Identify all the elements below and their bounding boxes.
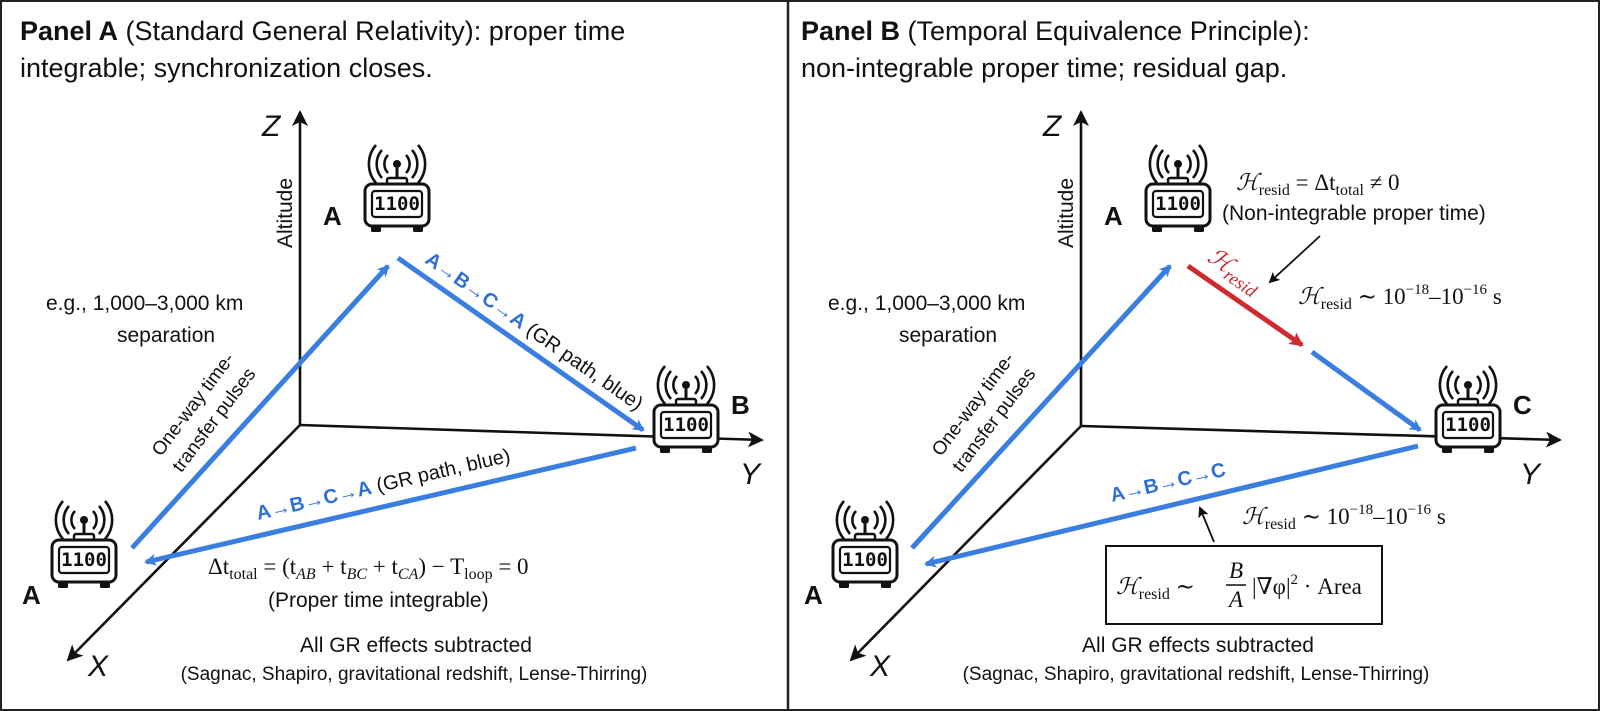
panel-b-footer-line2: (Sagnac, Shapiro, gravitational redshift… xyxy=(963,664,1430,685)
panel-b-path-lower xyxy=(924,443,1419,568)
panel-b-y-label: Y xyxy=(1520,458,1542,491)
panel-b-separation: e.g., 1,000–3,000 km xyxy=(828,292,1025,315)
panel-b-magnitude-upper: ℋresid ∼ 10−18–10−16 s xyxy=(1298,282,1502,313)
panel-b-altitude-label: Altitude xyxy=(1055,178,1078,248)
panel-a: Panel A (Standard General Relativity): p… xyxy=(20,16,764,685)
panel-a-y-label: Y xyxy=(740,458,762,491)
panel-a-separation: e.g., 1,000–3,000 km xyxy=(46,292,243,315)
panel-a-node-top: A xyxy=(323,201,342,231)
panel-b-formula-rhs: |∇φ|2 · Area xyxy=(1252,572,1362,599)
panel-a-node-right: B xyxy=(731,390,750,420)
panel-b-formula-lhs: ℋresid ∼ xyxy=(1116,574,1195,603)
panel-b-clock-right: 1100 xyxy=(1434,364,1502,455)
panel-a-altitude-label: Altitude xyxy=(274,178,297,248)
panel-a-pulses-label: One-way time- transfer pulses xyxy=(148,349,260,476)
svg-text:1100: 1100 xyxy=(374,193,420,215)
panel-b-lower-path-label: A→B→C→C xyxy=(1108,459,1228,507)
panel-a-separation-line2: separation xyxy=(117,324,215,347)
panel-b-path-left xyxy=(910,264,1172,550)
panel-b-clock-top: 1100 xyxy=(1144,143,1212,234)
panel-b: Panel B (Temporal Equivalence Principle)… xyxy=(801,16,1562,685)
panel-a-node-bottom: A xyxy=(22,580,41,610)
svg-text:1100: 1100 xyxy=(663,414,709,436)
panel-a-path-upper xyxy=(396,255,645,433)
panel-a-title: Panel A (Standard General Relativity): p… xyxy=(20,16,625,46)
panel-b-x-axis xyxy=(849,425,1082,662)
panel-b-nonintegrable-note: (Non-integrable proper time) xyxy=(1222,202,1486,225)
panel-b-title: Panel B (Temporal Equivalence Principle)… xyxy=(801,16,1310,46)
radio-clock-icon xyxy=(1434,364,1502,455)
panel-a-upper-path-label: A→B→C→A (GR path, blue) xyxy=(421,248,647,415)
panel-b-path-upper-blue xyxy=(1310,349,1422,433)
panel-a-footer: All GR effects subtracted xyxy=(300,634,532,657)
panel-b-magnitude-lower: ℋresid ∼ 10−18–10−16 s xyxy=(1242,502,1446,533)
panel-b-separation-line2: separation xyxy=(899,324,997,347)
svg-text:1100: 1100 xyxy=(61,549,107,571)
panel-a-clock-right: 1100 xyxy=(652,364,720,455)
panel-b-title-line2: non-integrable proper time; residual gap… xyxy=(801,53,1287,83)
panel-a-clock-bottom: 1100 xyxy=(50,499,118,590)
svg-text:1100: 1100 xyxy=(842,549,888,571)
panel-b-footer: All GR effects subtracted xyxy=(1082,634,1314,657)
panel-b-node-bottom: A xyxy=(804,580,823,610)
radio-clock-icon xyxy=(363,143,431,234)
panel-b-formula-numerator: B xyxy=(1229,558,1243,583)
panel-a-clock-top: 1100 xyxy=(363,143,431,234)
svg-text:1100: 1100 xyxy=(1155,193,1201,215)
panel-a-x-label: X xyxy=(87,650,109,683)
panel-b-node-right: C xyxy=(1513,390,1532,420)
panel-b-formula-denominator: A xyxy=(1227,587,1244,612)
panel-b-red-path-label: ℋresid xyxy=(1201,244,1267,302)
panel-a-path-lower xyxy=(144,445,637,566)
panel-a-integrable-note: (Proper time integrable) xyxy=(268,589,489,612)
panel-a-title-line2: integrable; synchronization closes. xyxy=(20,53,433,83)
radio-clock-icon xyxy=(50,499,118,590)
panel-b-pulses-label: One-way time- transfer pulses xyxy=(928,349,1040,476)
radio-clock-icon xyxy=(1144,143,1212,234)
panel-b-node-top: A xyxy=(1104,201,1123,231)
panel-b-path-red xyxy=(1186,263,1304,348)
panel-b-callout-arrow-bottom xyxy=(1198,506,1215,543)
panel-b-x-label: X xyxy=(869,650,891,683)
panel-b-resid-definition: ℋresid = Δttotal ≠ 0 xyxy=(1236,170,1400,199)
panel-a-x-axis xyxy=(66,424,301,662)
panel-a-z-label: Z xyxy=(261,110,282,143)
panel-a-path-left xyxy=(130,264,390,550)
panel-b-z-label: Z xyxy=(1042,110,1063,143)
radio-clock-icon xyxy=(652,364,720,455)
svg-text:1100: 1100 xyxy=(1445,414,1491,436)
panel-b-callout-arrow-top xyxy=(1268,235,1321,284)
panel-a-equation: Δttotal = (tAB + tBC + tCA) − Tloop = 0 xyxy=(208,554,529,583)
radio-clock-icon xyxy=(831,499,899,590)
panel-b-clock-bottom: 1100 xyxy=(831,499,899,590)
panel-a-footer-line2: (Sagnac, Shapiro, gravitational redshift… xyxy=(181,664,648,685)
